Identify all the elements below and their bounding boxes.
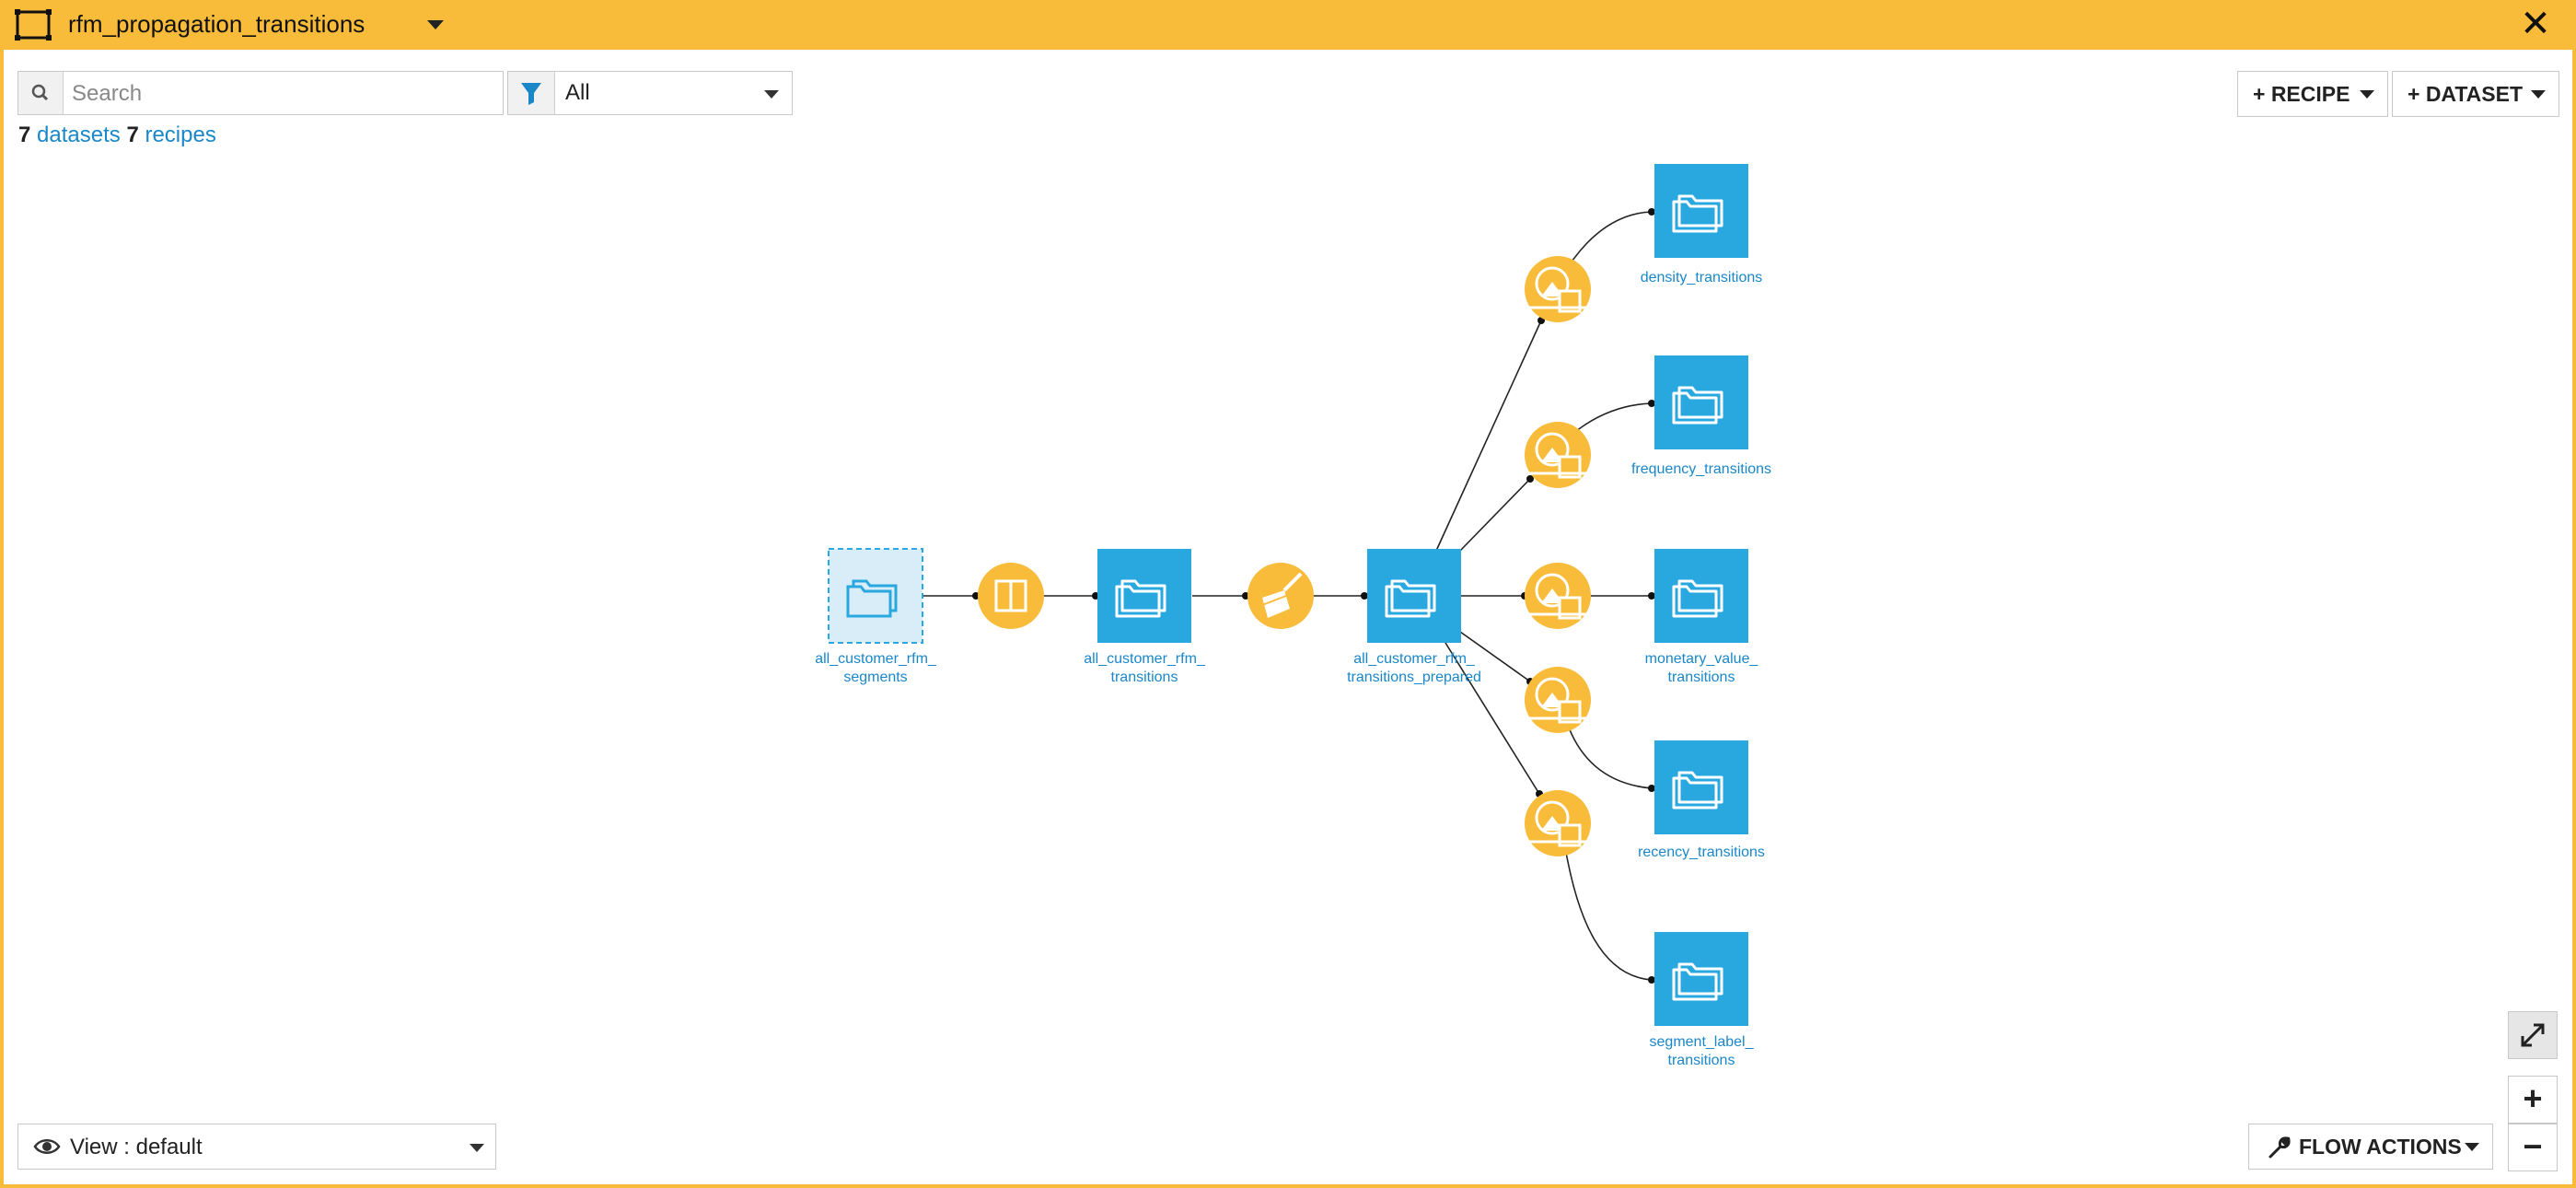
zone-title: rfm_propagation_transitions bbox=[68, 10, 366, 38]
flow-actions-button[interactable]: FLOW ACTIONS bbox=[2248, 1124, 2493, 1170]
minus-icon: − bbox=[2523, 1127, 2543, 1165]
zone-header: rfm_propagation_transitions ✕ bbox=[0, 0, 2576, 50]
zone-menu-caret-icon[interactable] bbox=[427, 20, 444, 29]
zoom-in-button[interactable]: + bbox=[2508, 1076, 2558, 1124]
dataset-label[interactable]: all_customer_rfm_ transitions_prepared bbox=[1313, 650, 1515, 687]
dataset-label[interactable]: all_customer_rfm_ transitions bbox=[1043, 650, 1246, 687]
add-recipe-button[interactable]: + RECIPE bbox=[2237, 71, 2388, 117]
zone-icon bbox=[15, 9, 52, 41]
flow-edges bbox=[922, 211, 1653, 981]
recipe-node-python-density[interactable] bbox=[1523, 254, 1593, 324]
filter-dropdown[interactable]: All bbox=[507, 71, 793, 115]
search-input[interactable] bbox=[70, 77, 497, 111]
dataset-label[interactable]: recency_transitions bbox=[1600, 844, 1803, 862]
chevron-down-icon bbox=[470, 1144, 484, 1152]
dataset-label[interactable]: segment_label_ transitions bbox=[1600, 1033, 1803, 1070]
zoom-out-button[interactable]: − bbox=[2508, 1124, 2558, 1171]
filter-icon bbox=[508, 72, 555, 114]
search-box bbox=[17, 71, 504, 115]
dataset-node-transitions[interactable] bbox=[1097, 549, 1191, 643]
recipes-link[interactable]: recipes bbox=[145, 122, 216, 147]
dataset-label-line: transitions bbox=[1110, 670, 1178, 685]
dataset-label-line: all_customer_rfm_ bbox=[1353, 651, 1475, 667]
flow-counts: 7 datasets 7 recipes bbox=[18, 122, 216, 148]
datasets-link[interactable]: datasets bbox=[37, 122, 121, 147]
dataset-label-line: recency_transitions bbox=[1638, 844, 1765, 860]
recipe-node-stack[interactable] bbox=[978, 563, 1044, 629]
wrench-icon bbox=[2269, 1136, 2291, 1159]
search-icon bbox=[18, 72, 64, 114]
expand-icon bbox=[2521, 1023, 2545, 1047]
datasets-count: 7 bbox=[18, 122, 31, 147]
recipe-node-python-segment-label[interactable] bbox=[1523, 788, 1593, 858]
flow-actions-label: FLOW ACTIONS bbox=[2299, 1135, 2462, 1159]
dataset-label-line: transitions bbox=[1667, 670, 1735, 685]
chevron-down-icon bbox=[764, 90, 779, 99]
dataset-label[interactable]: all_customer_rfm_ segments bbox=[774, 650, 977, 687]
recipes-count: 7 bbox=[126, 122, 139, 147]
plus-icon: + bbox=[2523, 1079, 2543, 1117]
view-selector[interactable]: View : default bbox=[17, 1124, 496, 1170]
add-recipe-label: + RECIPE bbox=[2253, 81, 2350, 106]
add-dataset-button[interactable]: + DATASET bbox=[2392, 71, 2559, 117]
dataset-label-line: segments bbox=[843, 670, 908, 685]
dataset-label-line: all_customer_rfm_ bbox=[815, 651, 936, 667]
add-dataset-label: + DATASET bbox=[2408, 81, 2524, 106]
dataset-node-frequency[interactable] bbox=[1654, 355, 1748, 449]
dataset-label[interactable]: density_transitions bbox=[1600, 269, 1803, 287]
dataset-label[interactable]: monetary_value_ transitions bbox=[1600, 650, 1803, 687]
dataset-label-line: density_transitions bbox=[1640, 270, 1763, 285]
recipe-node-python-recency[interactable] bbox=[1523, 665, 1593, 735]
eye-icon bbox=[33, 1139, 61, 1154]
dataset-label-line: monetary_value_ bbox=[1644, 651, 1758, 667]
dataset-node-transitions-prepared[interactable] bbox=[1367, 549, 1461, 643]
dataset-node-density[interactable] bbox=[1654, 164, 1748, 258]
dataset-label-line: frequency_transitions bbox=[1630, 461, 1772, 477]
dataset-node-segments[interactable] bbox=[828, 548, 923, 644]
dataset-node-recency[interactable] bbox=[1654, 740, 1748, 834]
dataset-label-line: transitions_prepared bbox=[1347, 670, 1481, 685]
dataset-node-segment-label[interactable] bbox=[1654, 932, 1748, 1026]
recipe-node-prepare[interactable] bbox=[1247, 563, 1314, 629]
close-icon[interactable]: ✕ bbox=[2520, 4, 2551, 44]
fit-to-screen-button[interactable] bbox=[2508, 1011, 2558, 1059]
dataset-label[interactable]: frequency_transitions bbox=[1600, 460, 1803, 479]
recipe-node-python-frequency[interactable] bbox=[1523, 420, 1593, 490]
filter-value: All bbox=[565, 80, 590, 105]
dataset-label-line: segment_label_ bbox=[1649, 1034, 1754, 1050]
dataset-node-monetary[interactable] bbox=[1654, 549, 1748, 643]
recipe-node-python-monetary[interactable] bbox=[1523, 561, 1593, 631]
dataset-label-line: transitions bbox=[1667, 1053, 1735, 1068]
chevron-down-icon bbox=[2465, 1143, 2479, 1151]
view-label: View : default bbox=[70, 1135, 203, 1159]
dataset-label-line: all_customer_rfm_ bbox=[1084, 651, 1205, 667]
chevron-down-icon bbox=[2531, 90, 2546, 99]
chevron-down-icon bbox=[2360, 90, 2374, 99]
